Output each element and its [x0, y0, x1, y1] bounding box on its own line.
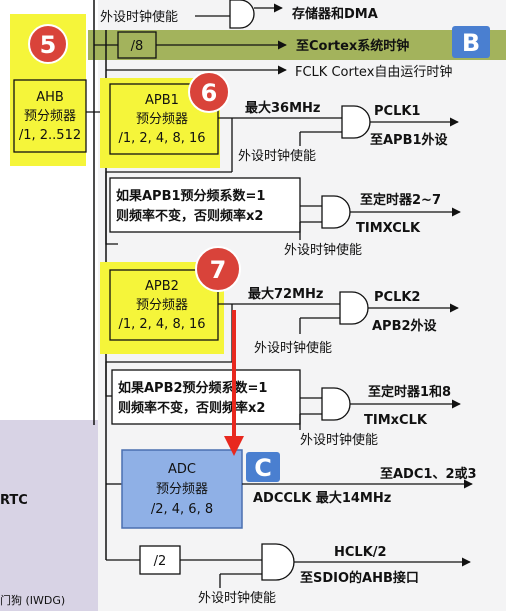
apb1-enable: 外设时钟使能: [238, 148, 316, 164]
ahb-line1: AHB: [36, 90, 64, 105]
apb1-timer-dest: 至定时器2~7: [360, 192, 441, 208]
apb2-multiplier-box: [111, 369, 301, 425]
rtc-label: RTC: [0, 493, 28, 508]
apb2-enable: 外设时钟使能: [254, 340, 332, 356]
apb1-timxclk: TIMXCLK: [356, 221, 421, 236]
top-periph-enable: 外设时钟使能: [100, 9, 178, 25]
adc-line1: ADC: [168, 462, 196, 477]
apb1-dest: 至APB1外设: [370, 132, 449, 148]
ahb-line3: /1, 2..512: [19, 128, 81, 143]
badge-b-label: B: [462, 29, 480, 57]
apb2-timer-dest: 至定时器1和8: [368, 384, 451, 400]
badge-c-label: C: [254, 454, 272, 482]
div8-label: /8: [131, 39, 144, 54]
apb2-note2: 则频率不变，否则频率x2: [118, 400, 265, 416]
sdio-enable: 外设时钟使能: [198, 590, 276, 606]
adc-line2: 预分频器: [156, 482, 208, 497]
apb2-prescaler-box: [109, 269, 219, 341]
apb2-line1: APB2: [145, 279, 179, 294]
fclk-label: FCLK Cortex自由运行时钟: [295, 64, 452, 80]
apb1-max: 最大36MHz: [245, 100, 320, 116]
apb2-note1: 如果APB2预分频系数=1: [118, 380, 267, 396]
badge-c: [246, 452, 280, 482]
apb1-and-gate: [341, 105, 371, 139]
badge-5: [28, 24, 68, 64]
apb2-line3: /1, 2, 4, 8, 16: [118, 317, 205, 332]
cortex-sys-clock: 至Cortex系统时钟: [296, 38, 409, 54]
badge-5-label: 5: [40, 31, 57, 59]
apb2-pclk: PCLK2: [374, 290, 420, 305]
apb2-max: 最大72MHz: [248, 286, 323, 302]
badge-7-label: 7: [210, 256, 227, 284]
badge-b: [452, 26, 490, 58]
apb1-note2: 则频率不变，否则频率x2: [116, 208, 263, 224]
apb1-timer-enable: 外设时钟使能: [284, 242, 362, 258]
badge-6-label: 6: [201, 79, 218, 107]
apb1-pclk: PCLK1: [374, 104, 420, 119]
adc-dest: 至ADC1、2或3: [380, 466, 477, 482]
apb2-timer-enable: 外设时钟使能: [300, 432, 378, 448]
sdio-and-gate: [261, 543, 295, 581]
adc-clk: ADCCLK 最大14MHz: [253, 490, 391, 506]
apb1-line3: /1, 2, 4, 8, 16: [118, 131, 205, 146]
sdio-dest: 至SDIO的AHB接口: [300, 570, 419, 586]
apb1-line2: 预分频器: [136, 112, 188, 127]
ahb-prescaler-box: [13, 79, 87, 153]
badge-7: [195, 246, 241, 292]
apb2-line2: 预分频器: [136, 298, 188, 313]
adc-prescaler-box: [121, 449, 243, 529]
sdio-div: /2: [154, 554, 167, 569]
apb1-timer-and-gate: [321, 195, 351, 229]
apb2-timer-and-gate: [321, 387, 351, 421]
apb1-multiplier-box: [109, 177, 301, 233]
iwdg-label: 门狗 (IWDG): [0, 593, 65, 607]
left-panel: [0, 420, 98, 611]
top-and-gate: [229, 0, 255, 29]
sdio-hclk2: HCLK/2: [334, 545, 387, 560]
apb1-note1: 如果APB1预分频系数=1: [116, 188, 265, 204]
apb2-dest: APB2外设: [372, 318, 438, 334]
apb1-prescaler-box: [109, 83, 219, 155]
apb1-line1: APB1: [145, 93, 179, 108]
sdio-div-box: [139, 545, 181, 575]
adc-line3: /2, 4, 6, 8: [151, 502, 213, 517]
badge-6: [188, 71, 230, 113]
div8-box: [117, 31, 157, 59]
apb2-and-gate: [339, 291, 369, 325]
top-memory-dma: 存储器和DMA: [292, 6, 378, 22]
ahb-line2: 预分频器: [24, 109, 76, 124]
apb2-timxclk: TIMxCLK: [364, 413, 428, 428]
